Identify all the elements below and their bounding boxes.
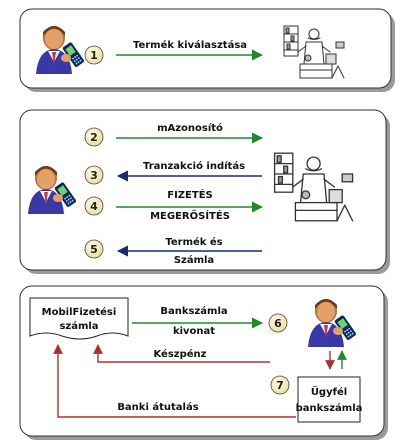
step-circle-1 [84,45,104,65]
step-label-6-line1: Bankszámla [160,305,227,317]
step-label-4-line2: MEGERŐSÍTÉS [150,208,230,222]
step-number-7: 7 [276,379,284,392]
step-label-1: Termék kiválasztása [133,39,247,51]
bank-transfer-label: Banki átutalás [117,401,198,413]
arrow-bank-transfer [53,344,296,418]
cash-label: Készpénz [153,348,206,360]
arrow-cash [93,344,270,363]
step-circle-5 [84,239,104,259]
step-label-6-line2: kivonat [173,326,215,337]
step-circle-6 [268,313,288,333]
document-label-line1: MobilFizetési [42,306,117,318]
step-label-2: mAzonosító [157,122,223,134]
step-number-2: 2 [90,131,98,144]
panel-transaction: 2 mAzonosító 3 Tranzakció indítás 4 FIZE… [19,109,390,274]
step-number-3: 3 [90,169,98,182]
customer-bank-account-box [297,376,361,423]
step-number-1: 1 [90,49,98,62]
step-circle-7 [270,375,290,395]
account-label-line2: bankszámla [296,402,363,414]
step-circle-3 [84,165,104,185]
step-number-4: 4 [90,200,98,213]
step-label-3: Tranzakció indítás [143,160,245,172]
mobile-invoice-document [29,297,129,340]
step-number-5: 5 [90,243,98,256]
step-label-4-line1: FIZETÉS [167,188,213,201]
document-label-line2: számla [59,320,98,332]
step-circle-2 [84,127,104,147]
step-circle-4 [84,196,104,216]
step-label-5-line1: Termék és [165,236,222,248]
panel-billing: MobilFizetési számla 6 Bankszámla kivona… [19,285,388,440]
step-label-5-line2: Számla [174,254,214,266]
step-number-6: 6 [274,317,282,330]
account-label-line1: Ügyfél [311,384,347,398]
panel-product-selection: 1 Termék kiválasztása [19,8,395,92]
